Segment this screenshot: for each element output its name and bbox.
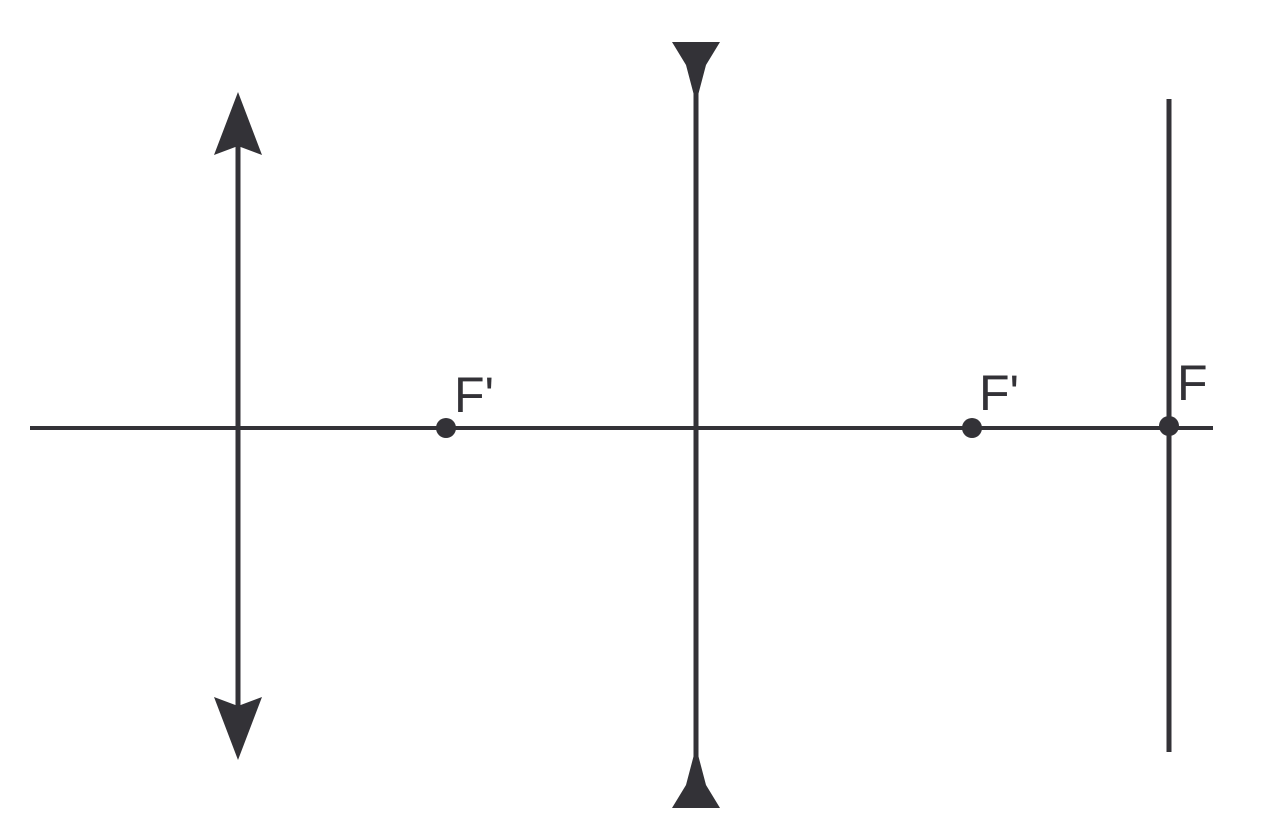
focal-point-label-2: F': [979, 365, 1019, 421]
diverging-lens-top-arrowhead: [672, 42, 720, 103]
focal-point-dot-2: [962, 418, 982, 438]
focal-point-dot-1: [436, 418, 456, 438]
diverging-lens: [672, 42, 720, 808]
focal-point-label-1: F': [454, 367, 494, 423]
focal-point-label-3: F: [1177, 355, 1208, 411]
focal-point-dot-3: [1159, 416, 1179, 436]
converging-lens-top-arrowhead: [214, 92, 262, 155]
converging-lens-bottom-arrowhead: [214, 697, 262, 760]
diverging-lens-bottom-arrowhead: [672, 747, 720, 808]
converging-lens: [214, 92, 262, 760]
